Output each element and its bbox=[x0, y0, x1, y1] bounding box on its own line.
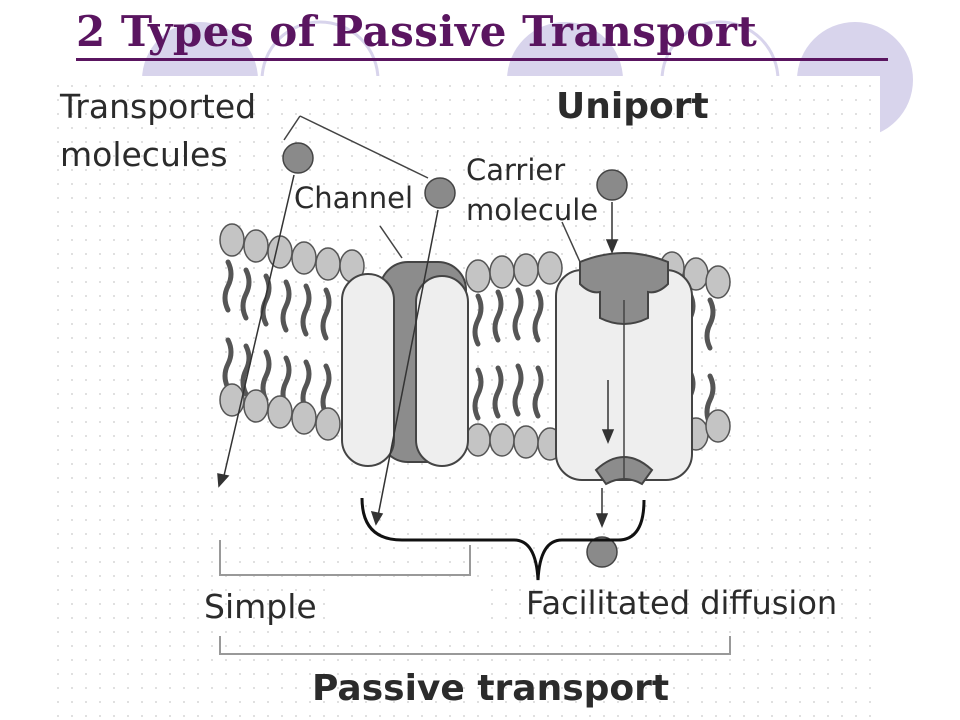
molecule bbox=[596, 169, 628, 201]
label-transported-line2: molecules bbox=[60, 135, 228, 174]
arrows bbox=[217, 174, 619, 528]
label-uniport: Uniport bbox=[556, 86, 709, 127]
label-simple: Simple bbox=[204, 587, 317, 626]
title-underline bbox=[76, 58, 888, 61]
label-facilitated: Facilitated diffusion bbox=[526, 584, 837, 622]
label-mask bbox=[334, 586, 490, 626]
transported-molecules bbox=[282, 142, 628, 568]
carrier-protein bbox=[555, 252, 693, 486]
molecule bbox=[424, 177, 456, 209]
label-carrier-line2: molecule bbox=[466, 193, 598, 227]
lipid-heads-bottom bbox=[219, 383, 731, 461]
leader-lines bbox=[283, 115, 581, 263]
label-passive: Passive transport bbox=[312, 668, 669, 709]
channel-protein bbox=[341, 261, 469, 467]
label-channel: Channel bbox=[294, 181, 413, 215]
brackets bbox=[219, 497, 731, 655]
slide-title: 2 Types of Passive Transport bbox=[76, 7, 758, 56]
molecule bbox=[586, 536, 618, 568]
molecule bbox=[282, 142, 314, 174]
label-carrier-line1: Carrier bbox=[466, 153, 565, 187]
label-transported-line1: Transported bbox=[59, 87, 256, 126]
